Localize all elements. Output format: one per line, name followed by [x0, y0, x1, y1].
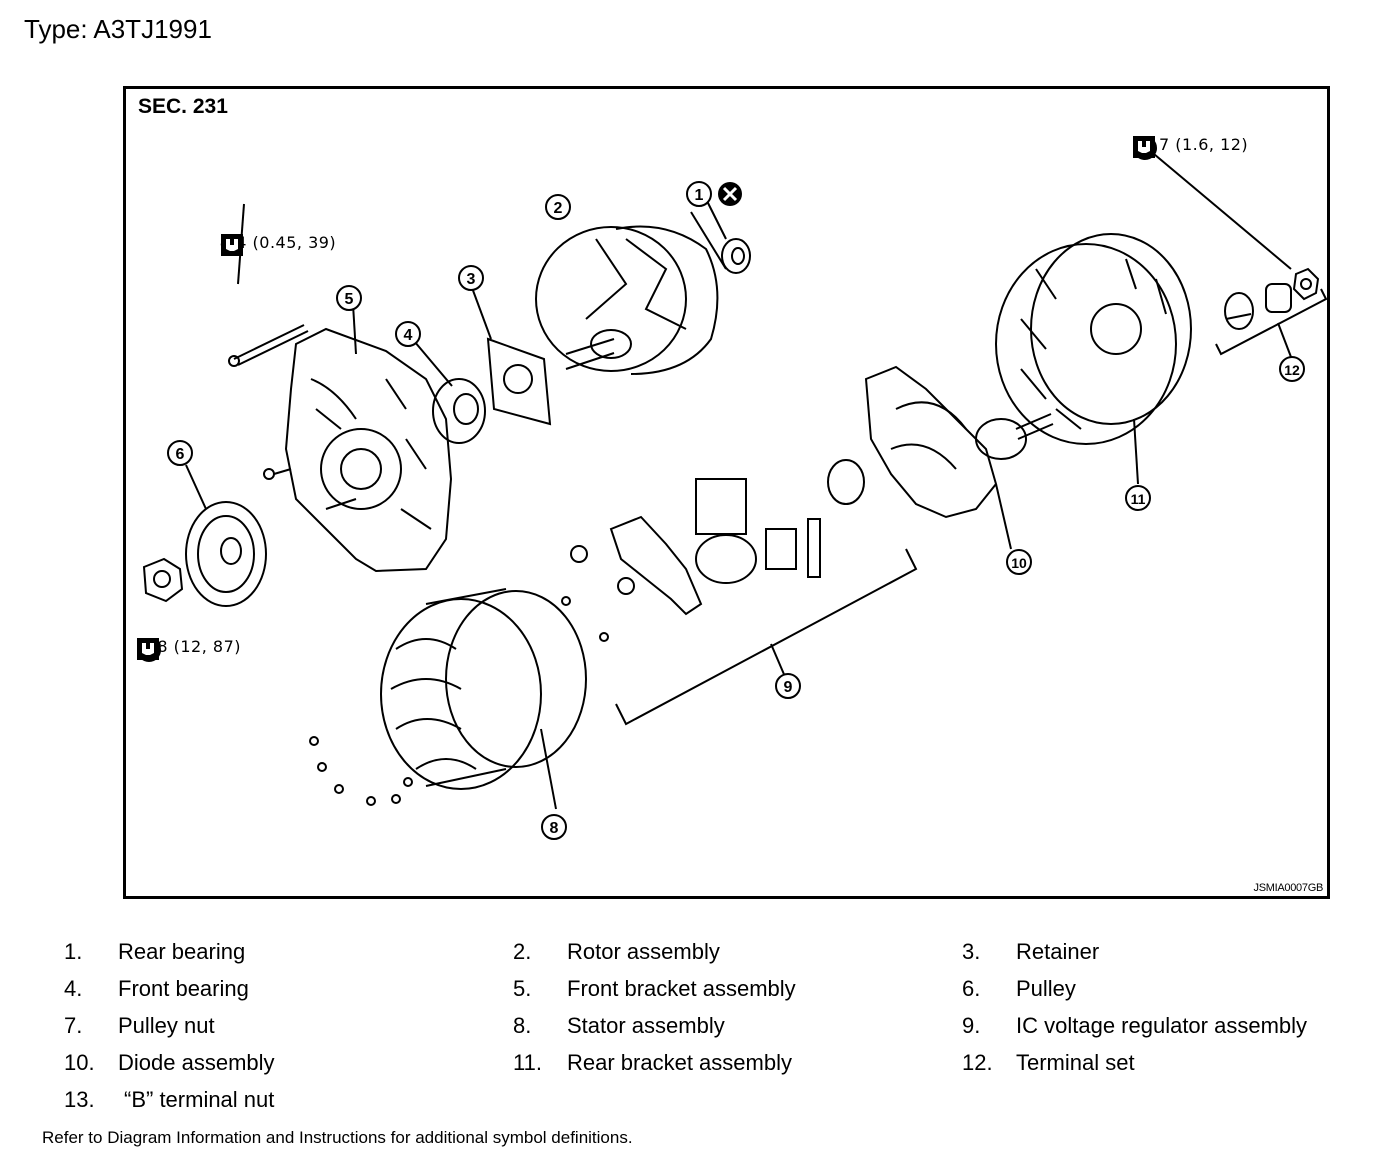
svg-text:6: 6	[176, 446, 185, 463]
exploded-diagram: 1 2 3 4 5 6 8 9 10 11 12 SEC. 231 13 1	[123, 86, 1330, 899]
part-marker-11: 11	[1125, 485, 1151, 511]
svg-text:1: 1	[695, 187, 704, 204]
part-marker-1: 1	[686, 181, 712, 207]
parts-legend: 1.Rear bearing 2.Rotor assembly 3.Retain…	[64, 939, 1308, 1112]
part-number-markers: 1 2 3 4 5 6 8 9 10 11 12	[167, 181, 1305, 840]
svg-text:5: 5	[345, 291, 354, 308]
svg-text:12: 12	[1284, 362, 1300, 378]
svg-text:10: 10	[1011, 555, 1027, 571]
part-marker-6: 6	[167, 440, 193, 466]
svg-text:4: 4	[404, 327, 413, 344]
svg-text:11: 11	[1131, 491, 1146, 507]
section-label: SEC. 231	[138, 95, 228, 118]
torque-callout-13: 13 15.7 (1.6, 12)	[1132, 135, 1249, 160]
part-marker-12: 12	[1279, 356, 1305, 382]
svg-text:9: 9	[784, 679, 793, 696]
torque-value-13: 15.7 (1.6, 12)	[1132, 135, 1249, 154]
part-marker-5: 5	[336, 285, 362, 311]
page-title: Type: A3TJ1991	[24, 14, 212, 44]
svg-text:8: 8	[550, 820, 559, 837]
torque-wrench-icon	[137, 638, 159, 660]
part-marker-8: 8	[541, 814, 567, 840]
torque-callout-7: 7 118 (12, 87)	[136, 637, 241, 662]
footnote: Refer to Diagram Information and Instruc…	[42, 1128, 633, 1147]
part-marker-2: 2	[545, 194, 571, 220]
part-marker-10: 10	[1006, 549, 1032, 575]
svg-text:3: 3	[467, 271, 476, 288]
torque-wrench-icon	[221, 234, 243, 256]
part-marker-4: 4	[395, 321, 421, 347]
figure-code: JSMIA0007GB	[1253, 882, 1324, 894]
torque-callout-bolt: 4.4 (0.45, 39)	[220, 233, 337, 256]
torque-value-bolt: 4.4 (0.45, 39)	[220, 233, 337, 252]
diagram-drawing: 1 2 3 4 5 6 8 9 10 11 12	[142, 148, 1327, 840]
part-marker-9: 9	[775, 673, 801, 699]
torque-wrench-icon	[1133, 136, 1155, 158]
do-not-reuse-icon	[718, 182, 742, 206]
part-marker-3: 3	[458, 265, 484, 291]
torque-value-7: 118 (12, 87)	[136, 637, 241, 656]
svg-text:2: 2	[554, 200, 563, 217]
